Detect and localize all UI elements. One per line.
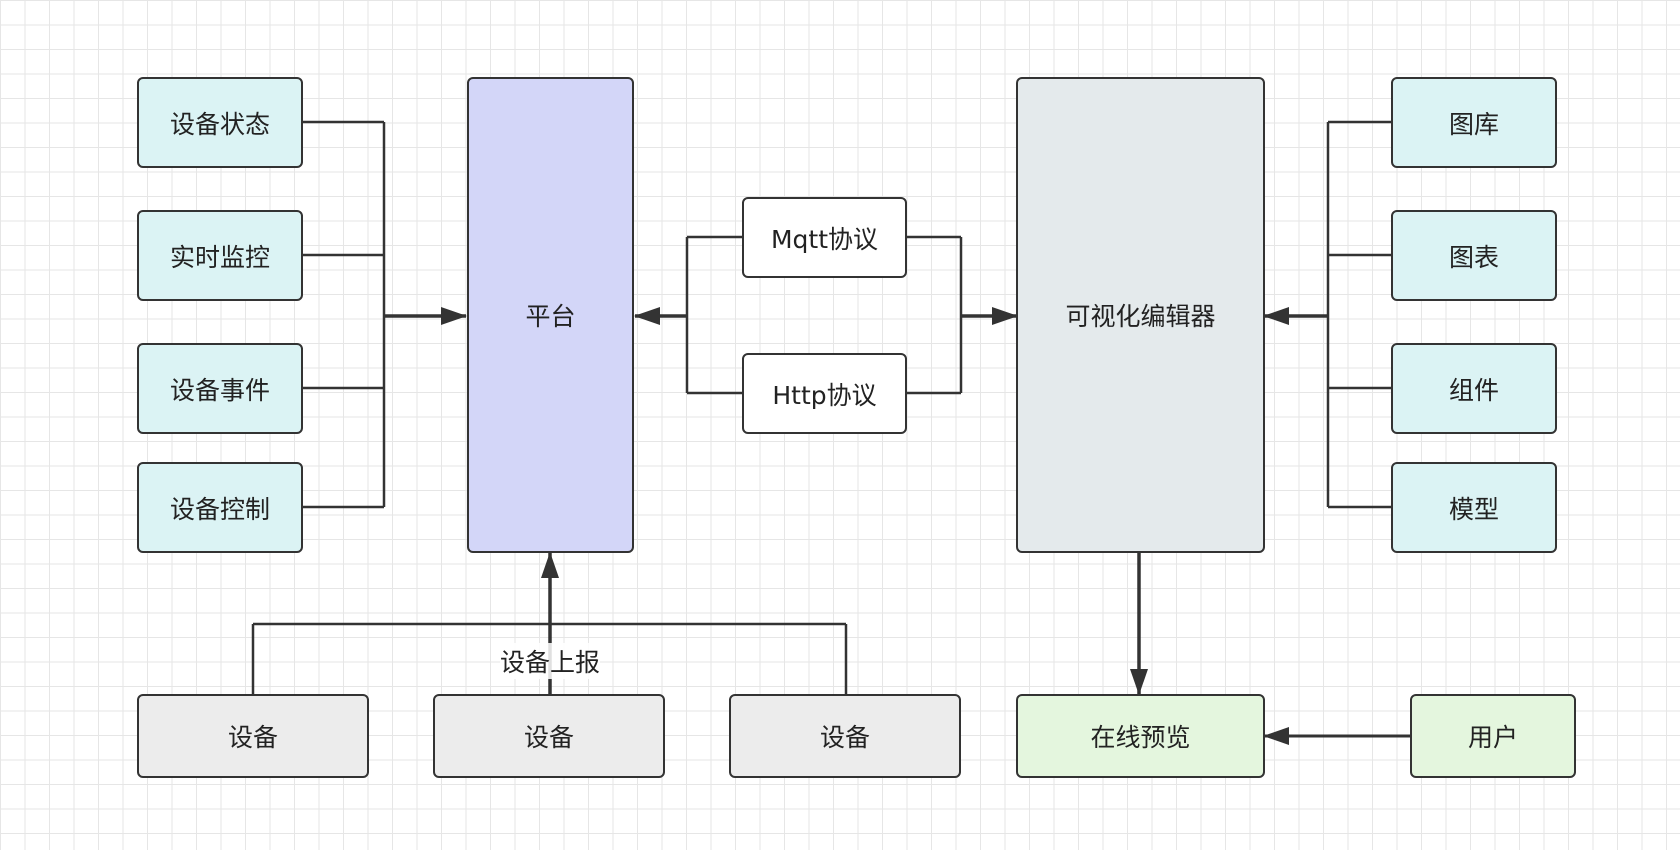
node-device-2[interactable]: 设备 xyxy=(433,694,665,778)
node-realtime-monitor[interactable]: 实时监控 xyxy=(137,210,303,301)
node-label: 设备 xyxy=(227,723,278,752)
node-charts[interactable]: 图表 xyxy=(1391,210,1557,301)
node-label: 实时监控 xyxy=(169,242,270,272)
node-device-3[interactable]: 设备 xyxy=(729,694,961,778)
node-label: 用户 xyxy=(1467,723,1518,752)
node-device-1[interactable]: 设备 xyxy=(137,694,369,778)
node-visual-editor[interactable]: 可视化编辑器 xyxy=(1016,77,1265,553)
node-mqtt-protocol[interactable]: Mqtt协议 xyxy=(742,197,907,278)
node-label: Mqtt协议 xyxy=(770,224,879,254)
protocols-to-editor-connector xyxy=(906,235,1018,395)
right-resources-connector xyxy=(1263,120,1392,509)
node-label: 设备 xyxy=(523,723,574,752)
node-label: 设备 xyxy=(819,723,870,752)
node-label: 设备控制 xyxy=(169,494,270,524)
node-http-protocol[interactable]: Http协议 xyxy=(742,353,907,434)
node-label: 模型 xyxy=(1448,494,1499,524)
node-components[interactable]: 组件 xyxy=(1391,343,1557,434)
node-platform[interactable]: 平台 xyxy=(467,77,634,553)
node-device-control[interactable]: 设备控制 xyxy=(137,462,303,553)
node-label: 设备事件 xyxy=(169,375,270,405)
left-features-connector xyxy=(302,120,467,509)
node-device-status[interactable]: 设备状态 xyxy=(137,77,303,168)
node-device-events[interactable]: 设备事件 xyxy=(137,343,303,434)
node-online-preview[interactable]: 在线预览 xyxy=(1016,694,1265,778)
node-label: 平台 xyxy=(525,302,576,331)
node-label: 图库 xyxy=(1448,109,1499,139)
node-label: 设备状态 xyxy=(169,109,270,139)
node-gallery[interactable]: 图库 xyxy=(1391,77,1557,168)
node-label: 可视化编辑器 xyxy=(1065,302,1216,331)
device-report-label: 设备上报 xyxy=(500,643,601,679)
node-user[interactable]: 用户 xyxy=(1410,694,1576,778)
protocols-to-platform-connector xyxy=(634,235,743,395)
node-models[interactable]: 模型 xyxy=(1391,462,1557,553)
node-label: 在线预览 xyxy=(1090,723,1191,752)
node-label: Http协议 xyxy=(772,380,877,410)
node-label: 组件 xyxy=(1448,375,1499,405)
node-label: 图表 xyxy=(1448,242,1499,272)
